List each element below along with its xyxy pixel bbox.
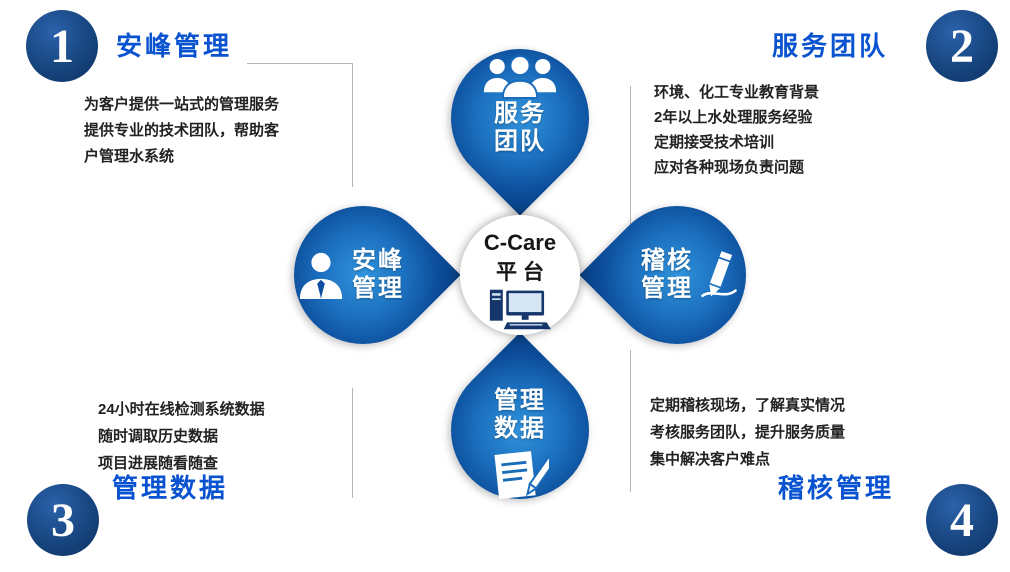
corner-number-4: 4	[926, 484, 998, 556]
petal-label-line: 服务	[494, 99, 546, 127]
text-line: 项目进展随看随查	[98, 455, 219, 472]
corner-title-management-data: 管理数据	[112, 473, 229, 503]
petal-label-line: 管理	[641, 275, 693, 302]
corner-text-bottom-left: 24小时在线检测系统数据 随时调取历史数据 项目进展随看随查	[98, 396, 265, 477]
connector-bottom-right-vertical	[630, 350, 631, 492]
corner-title-service-team: 服务团队	[772, 31, 889, 61]
corner-title-audit-management: 稽核管理	[778, 473, 895, 503]
corner-number-1-text: 1	[50, 19, 74, 73]
text-line: 户管理水系统	[84, 148, 175, 165]
corner-text-top-left: 为客户提供一站式的管理服务 提供专业的技术团队，帮助客 户管理水系统	[84, 92, 279, 170]
corner-text-bottom-right: 定期稽核现场，了解真实情况 考核服务团队，提升服务质量 集中解决客户难点	[650, 392, 845, 473]
petal-service-team: 服务 团队	[422, 20, 618, 216]
corner-number-4-text: 4	[950, 493, 974, 547]
platform-subtitle: 平台	[496, 261, 550, 284]
document-pencil-icon	[491, 447, 557, 503]
petal-audit-management: 稽核 管理	[579, 177, 775, 373]
corner-title-anfeng-management: 安峰管理	[116, 31, 233, 61]
corner-number-3: 3	[27, 484, 99, 556]
petal-management-data: 管理 数据	[422, 332, 618, 528]
text-line: 集中解决客户难点	[650, 451, 771, 468]
text-line: 定期接受技术培训	[654, 134, 775, 151]
connector-top-left-vertical	[352, 63, 353, 187]
text-line: 定期稽核现场，了解真实情况	[650, 397, 846, 414]
text-line: 应对各种现场负责问题	[654, 159, 805, 176]
petal-label-line: 稽核	[641, 246, 693, 274]
team-people-icon	[482, 54, 558, 100]
connector-top-left-horizontal	[247, 63, 353, 64]
petal-label-line: 管理	[352, 275, 404, 302]
petal-anfeng-management: 安峰 管理	[265, 177, 461, 373]
petal-label-line: 管理	[494, 386, 546, 414]
petal-label-line: 数据	[494, 415, 546, 442]
person-bust-icon	[296, 251, 346, 299]
petal-label-line: 团队	[494, 128, 546, 155]
petal-management-data-content: 管理 数据	[451, 361, 589, 500]
petal-label-management-data: 管理 数据	[494, 387, 546, 444]
petal-audit-management-content: 稽核 管理	[608, 206, 746, 344]
text-line: 考核服务团队，提升服务质量	[650, 424, 846, 441]
corner-number-3-text: 3	[51, 493, 75, 547]
text-line: 为客户提供一站式的管理服务	[84, 96, 280, 113]
platform-title: C-Care	[483, 230, 557, 255]
petal-label-anfeng-management: 安峰 管理	[352, 247, 404, 304]
corner-number-2: 2	[926, 10, 998, 82]
connector-top-right-vertical	[630, 86, 631, 224]
corner-text-top-right: 环境、化工专业教育背景 2年以上水处理服务经验 定期接受技术培训 应对各种现场负…	[654, 80, 819, 180]
petal-service-team-content: 服务 团队	[451, 49, 589, 187]
text-line: 随时调取历史数据	[98, 428, 219, 445]
pencil-icon	[699, 249, 739, 301]
petal-label-audit-management: 稽核 管理	[641, 247, 693, 304]
petal-anfeng-management-content: 安峰 管理	[294, 206, 432, 344]
connector-bottom-left-vertical	[352, 388, 353, 498]
corner-number-1: 1	[26, 10, 98, 82]
text-line: 2年以上水处理服务经验	[654, 109, 813, 126]
petal-label-line: 安峰	[352, 246, 404, 274]
corner-number-2-text: 2	[950, 19, 974, 73]
petal-label-service-team: 服务 团队	[494, 100, 546, 157]
text-line: 24小时在线检测系统数据	[98, 401, 265, 418]
center-platform-badge: C-Care 平台	[460, 215, 580, 335]
text-line: 提供专业的技术团队，帮助客	[84, 122, 280, 139]
text-line: 环境、化工专业教育背景	[654, 84, 820, 101]
desktop-computer-icon	[488, 288, 552, 331]
